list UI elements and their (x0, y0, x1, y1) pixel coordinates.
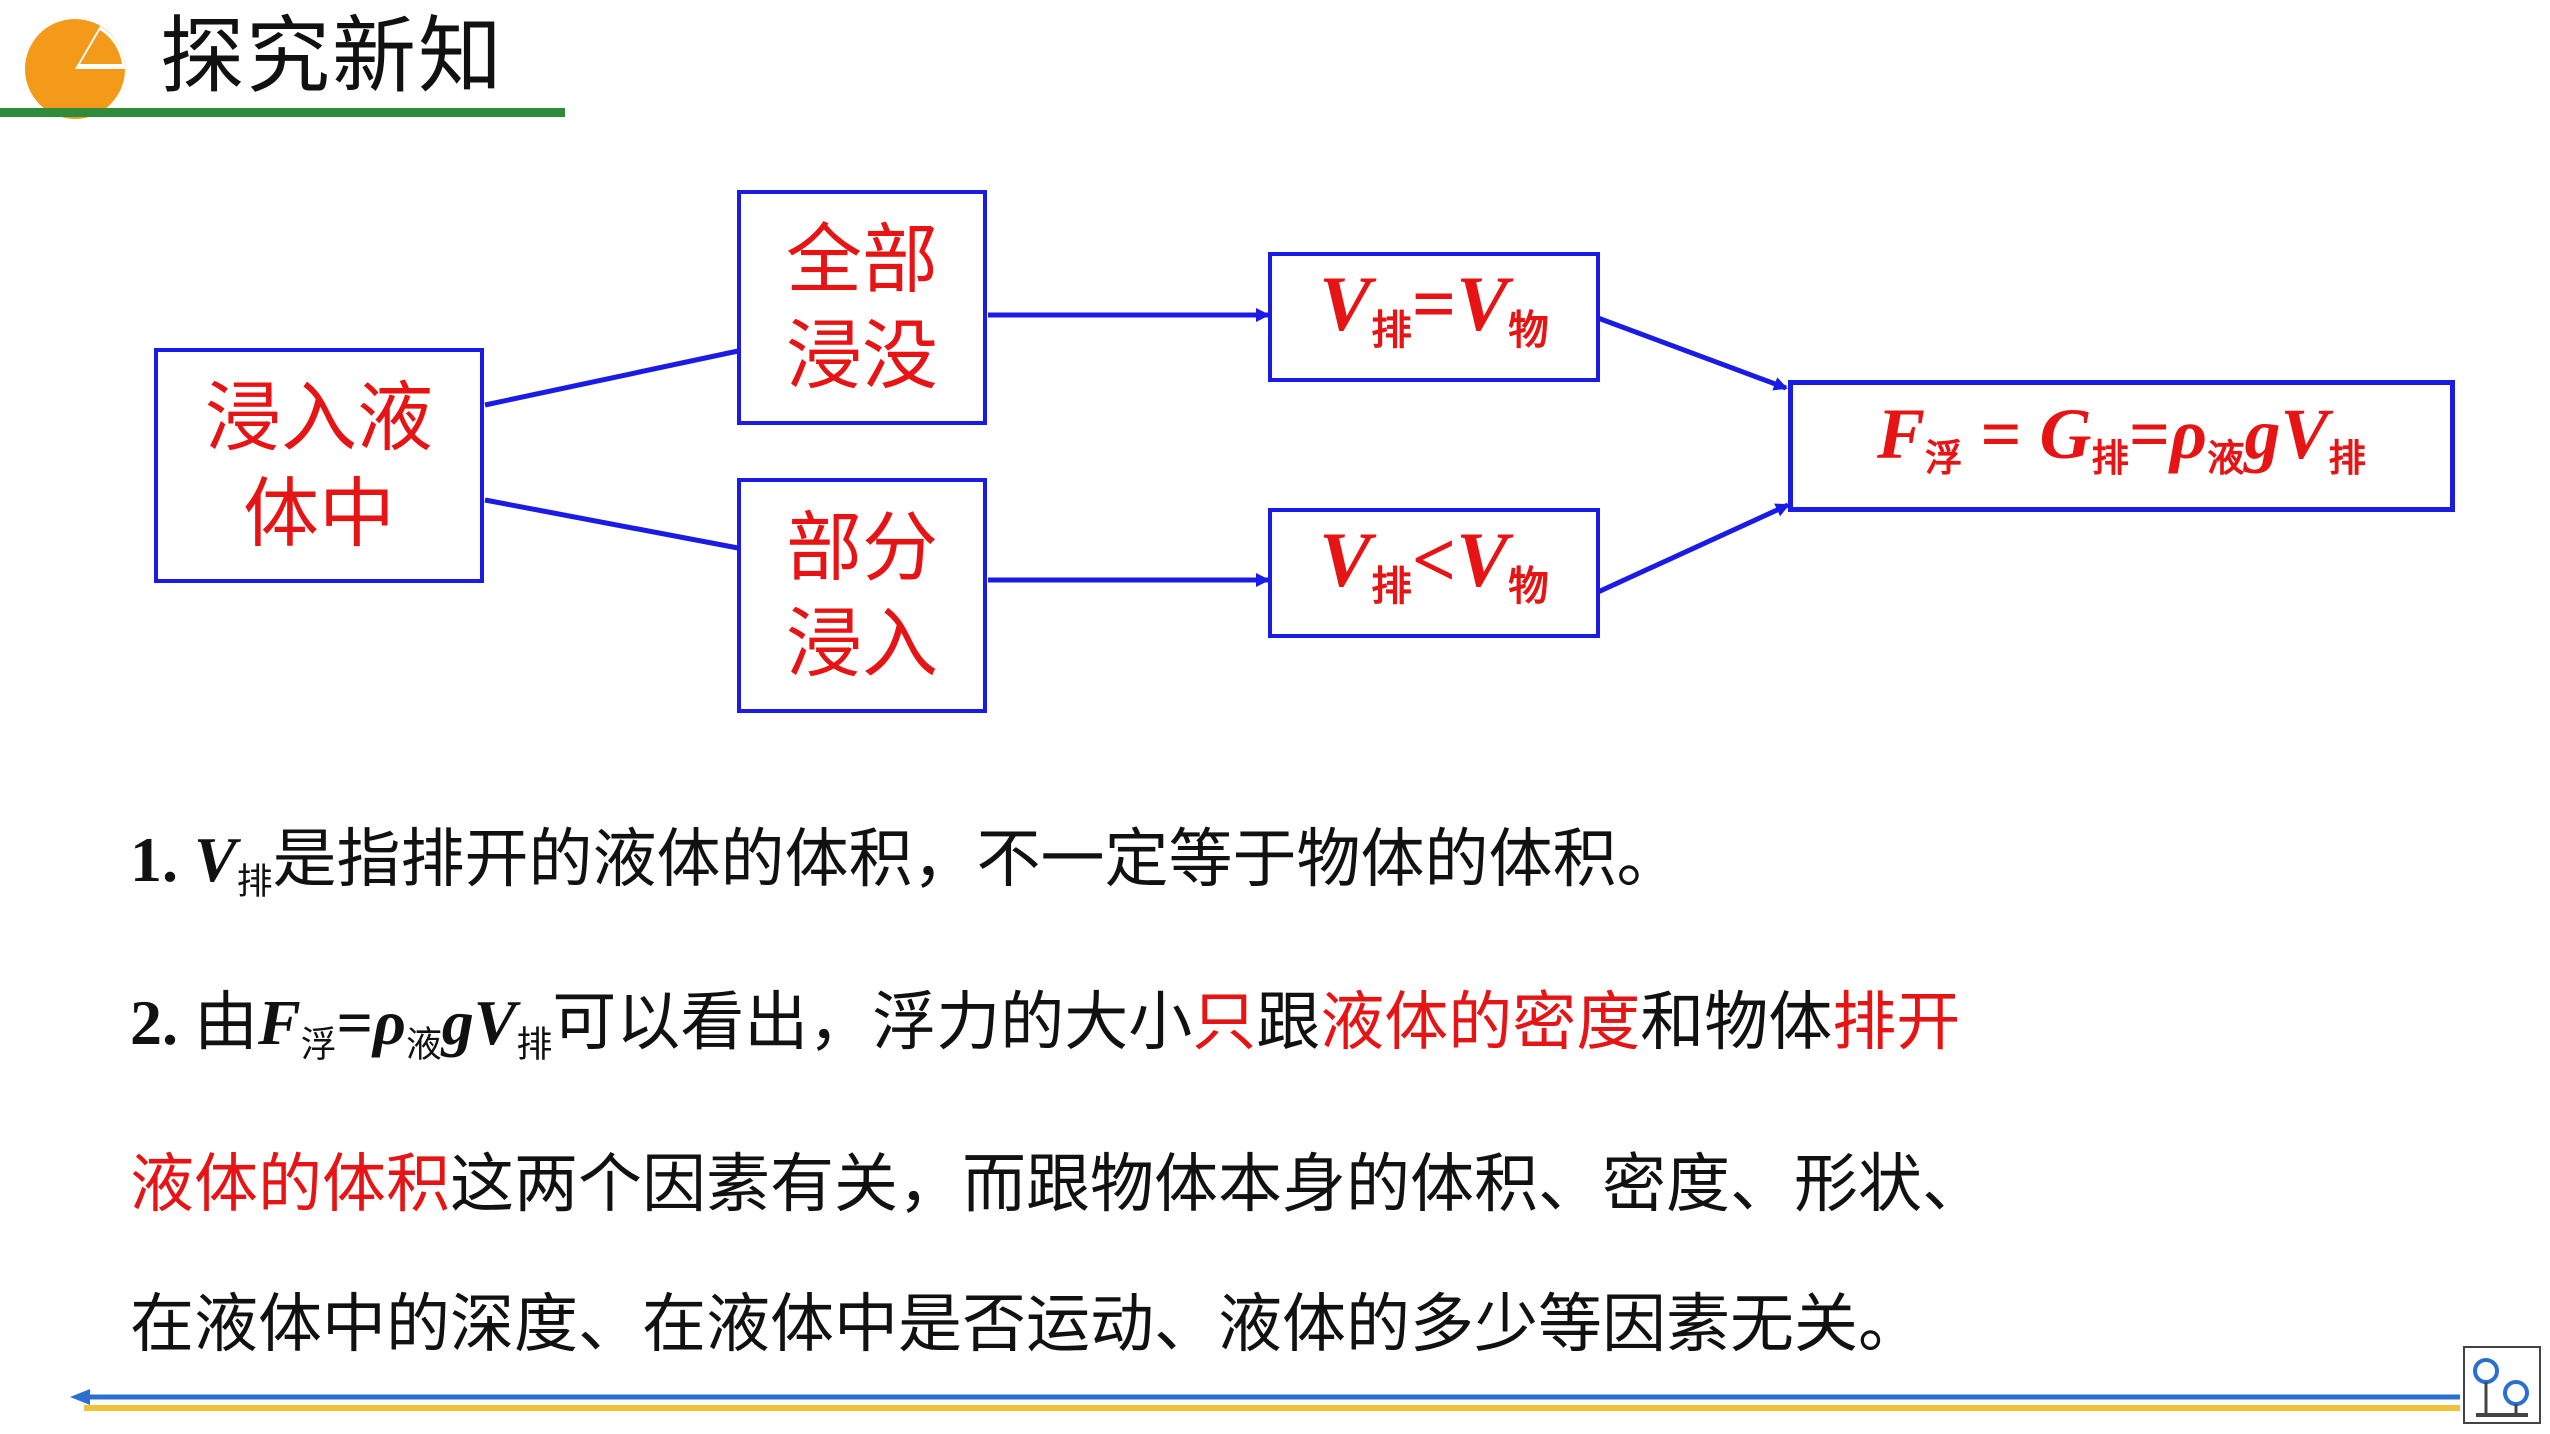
result-f-sub: 浮 (1925, 436, 1963, 481)
note-1-v: V (194, 824, 237, 895)
page-title: 探究新知 (160, 7, 505, 105)
notes: 1. V排是指排开的液体的体积，不一定等于物体的体积。 2. 由F浮=ρ液gV排… (130, 790, 2510, 1395)
start-box: 浸入液体中 (154, 348, 484, 583)
note-2-b: 可以看出，浮力的大小 (552, 985, 1193, 1060)
eq-partial-v: V (1319, 515, 1372, 603)
connector-start-to-full (484, 348, 739, 408)
note-2-rho-sub: 液 (405, 1024, 442, 1066)
eq-partial-sub2: 物 (1508, 562, 1549, 611)
result-gv: gV (2244, 394, 2329, 475)
full-immersion-box: 全部浸没 (737, 190, 987, 425)
note-3-highlight-volume: 液体的体积 (130, 1148, 450, 1223)
note-2-highlight-only: 只 (1192, 985, 1257, 1060)
eq-partial-sub1: 排 (1371, 562, 1412, 611)
note-2-rho: ρ (372, 986, 406, 1058)
header-divider (0, 108, 565, 117)
result-f: F (1877, 394, 1926, 475)
arrow-eq-full-to-result (1597, 315, 1788, 391)
result-rho-sub: 液 (2207, 436, 2245, 481)
note-1-v-sub: 排 (236, 861, 273, 903)
eq-full-formula: V排=V物 (1319, 259, 1549, 375)
eq-partial-v2: V (1456, 515, 1509, 603)
result-eq2: = (2128, 394, 2170, 475)
eq-full-v: V (1319, 259, 1372, 347)
note-2-a: 由 (194, 985, 258, 1060)
result-v-sub: 排 (2328, 436, 2366, 481)
note-4: 在液体中的深度、在液体中是否运动、液体的多少等因素无关。 (130, 1255, 2510, 1395)
result-g-sub: 排 (2091, 436, 2129, 481)
note-2-d: 和物体 (1640, 985, 1833, 1060)
arrow-eq-partial-to-result (1596, 502, 1790, 595)
note-2: 2. 由F浮=ρ液gV排可以看出，浮力的大小只跟液体的密度和物体排开 (130, 953, 2510, 1116)
connector-start-to-partial (484, 497, 739, 551)
note-2-eq: = (336, 986, 373, 1058)
result-box: F浮 = G排=ρ液gV排 (1788, 380, 2455, 512)
note-2-f: F (258, 986, 301, 1058)
note-2-highlight-displaced: 排开 (1832, 985, 1961, 1060)
note-4-text: 在液体中的深度、在液体中是否运动、液体的多少等因素无关。 (130, 1288, 1922, 1363)
note-2-f-sub: 浮 (300, 1024, 337, 1066)
start-label: 浸入液体中 (205, 372, 433, 558)
note-1: 1. V排是指排开的液体的体积，不一定等于物体的体积。 (130, 790, 2510, 953)
result-formula: F浮 = G排=ρ液gV排 (1877, 388, 2366, 503)
result-g: G (2039, 394, 2092, 475)
note-1-text: 是指排开的液体的体积，不一定等于物体的体积。 (272, 823, 1681, 897)
partial-immersion-box: 部分浸入 (737, 478, 987, 713)
note-2-v-sub: 排 (516, 1024, 553, 1066)
eq-partial-box: V排<V物 (1268, 508, 1600, 638)
pie-chart-icon (25, 19, 125, 119)
footer-rule (70, 1389, 2460, 1411)
result-eq1: = (1962, 394, 2040, 475)
note-3: 液体的体积这两个因素有关，而跟物体本身的体积、密度、形状、 (130, 1115, 2510, 1255)
note-2-c: 跟 (1256, 985, 1321, 1060)
note-1-number: 1. (130, 824, 194, 895)
eq-full-box: V排=V物 (1268, 252, 1600, 382)
partial-immersion-label: 部分浸入 (786, 502, 938, 688)
eq-full-v2: V (1456, 259, 1509, 347)
full-immersion-label: 全部浸没 (786, 214, 938, 400)
eq-partial-op: < (1411, 515, 1457, 603)
note-3-text: 这两个因素有关，而跟物体本身的体积、密度、形状、 (450, 1148, 1986, 1223)
note-2-number: 2. (130, 986, 194, 1058)
eq-partial-formula: V排<V物 (1319, 515, 1549, 631)
result-rho: ρ (2169, 394, 2208, 475)
corner-logo-icon (2463, 1346, 2541, 1424)
eq-full-sub1: 排 (1371, 306, 1412, 355)
eq-full-op: = (1411, 259, 1457, 347)
note-2-highlight-density: 液体的密度 (1320, 985, 1641, 1060)
note-2-gv: gV (441, 986, 517, 1058)
eq-full-sub2: 物 (1508, 306, 1549, 355)
